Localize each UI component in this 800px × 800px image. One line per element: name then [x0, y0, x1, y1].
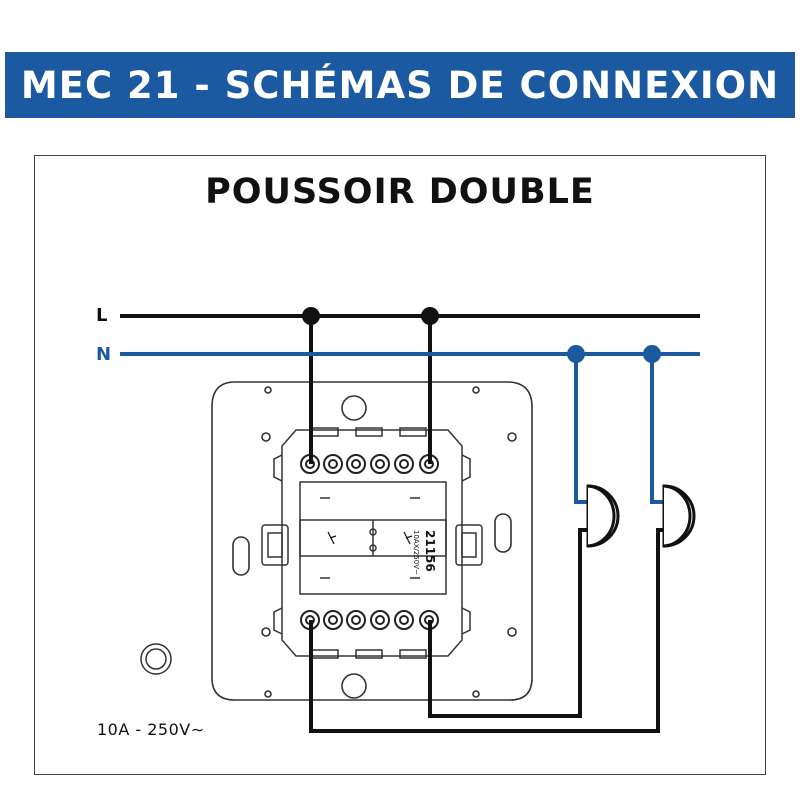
mounting-plate	[211, 381, 533, 701]
phase-wire	[120, 314, 700, 464]
page-title: MEC 21 - SCHÉMAS DE CONNEXION	[20, 63, 780, 107]
diagram-title: POUSSOIR DOUBLE	[205, 172, 595, 212]
top-terminals	[300, 454, 439, 474]
bell-1	[586, 484, 620, 548]
header-banner: MEC 21 - SCHÉMAS DE CONNEXION	[5, 52, 795, 118]
diagram-frame	[34, 155, 766, 775]
neutral-junction-2	[643, 345, 661, 363]
neutral-wire	[120, 352, 700, 504]
neutral-junction-1	[567, 345, 585, 363]
phase-junction-2	[421, 307, 439, 325]
bottom-terminals	[300, 610, 439, 630]
device-code: 21156	[423, 530, 437, 572]
bell-2	[662, 484, 696, 548]
phase-junction-1	[302, 307, 320, 325]
load-wire-2	[309, 528, 664, 733]
line-label: L	[96, 305, 107, 326]
device-rating-small: 10AX/250V~	[412, 530, 420, 575]
neutral-label: N	[96, 344, 111, 365]
switch-symbol-left	[327, 531, 337, 545]
load-wire-1	[428, 528, 588, 718]
rating-label: 10A - 250V∼	[97, 720, 205, 739]
device-markings: 21156 10AX/250V~	[327, 530, 437, 575]
switch-symbol-right	[403, 531, 413, 545]
indicator-ring	[140, 643, 172, 675]
